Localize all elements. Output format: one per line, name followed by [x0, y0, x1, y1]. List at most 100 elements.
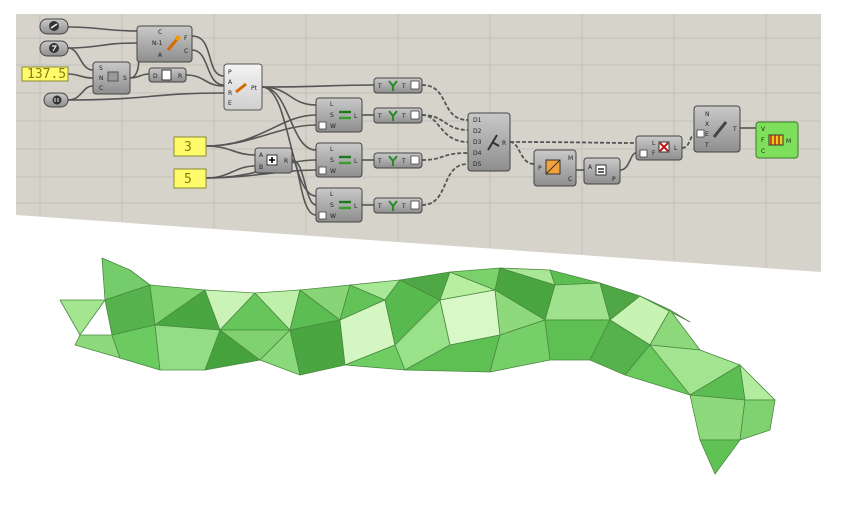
graft4-output-t: T — [401, 203, 406, 210]
join-input-f: F — [652, 150, 656, 157]
shift2-input-s: S — [330, 157, 334, 164]
construct-mesh-component[interactable]: N X E T T — [693, 105, 741, 153]
series-output-c: C — [184, 48, 188, 55]
count-panel-b[interactable]: 5 — [173, 168, 207, 189]
addition-component[interactable]: A B R — [254, 147, 293, 174]
mesh-join-icon — [658, 141, 670, 153]
integer-param-node[interactable] — [39, 40, 69, 57]
shift3-input-w: W — [330, 213, 336, 220]
preview-icon — [768, 134, 784, 146]
point-input-p: P — [228, 69, 232, 76]
deg-output-r: R — [178, 73, 182, 80]
shift-list-icon — [339, 200, 351, 210]
series-input-a: A — [158, 52, 163, 59]
angle-number-slider[interactable]: 137.5 — [21, 66, 69, 82]
mesh-join-component[interactable]: L F L — [635, 135, 683, 161]
count-a-text: 3 — [184, 140, 192, 155]
weave-input-d5: D5 — [473, 161, 482, 168]
curve-param-node[interactable] — [39, 18, 69, 35]
graft-component-3[interactable]: T T — [373, 152, 423, 169]
construct-input-t: T — [704, 142, 709, 149]
deconstruct-component[interactable]: A P — [583, 157, 621, 185]
preview-output-m: M — [786, 138, 791, 145]
construct-output-t: T — [732, 126, 737, 133]
point-input-r: R — [228, 90, 232, 97]
shift-list-component-3[interactable]: L S W L — [315, 187, 363, 223]
shift2-input-l: L — [330, 146, 334, 153]
preview-input-v: V — [761, 126, 766, 133]
point-icon — [235, 82, 247, 94]
construct-input-e: E — [705, 131, 709, 138]
list-param-node[interactable] — [43, 92, 69, 108]
shift-list-component-2[interactable]: L S W L — [315, 142, 363, 178]
add-input-a: A — [259, 152, 264, 159]
delaunay-output-m: M — [568, 155, 573, 162]
weave-input-d4: D4 — [473, 150, 482, 157]
join-output-l: L — [674, 145, 678, 152]
join-input-l: L — [652, 140, 656, 147]
graft-component-2[interactable]: T T — [373, 107, 423, 124]
series-output-f: F — [184, 35, 188, 42]
construct-input-x: X — [705, 121, 709, 128]
shift1-input-s: S — [330, 112, 334, 119]
graft2-output-t: T — [401, 113, 406, 120]
shift3-input-s: S — [330, 202, 334, 209]
count-b-text: 5 — [184, 172, 192, 187]
deconstruct-output-p: P — [612, 176, 616, 183]
tree-icon — [388, 155, 398, 166]
delaunay-output-c: C — [568, 176, 572, 183]
weave-component[interactable]: D1 D2 D3 D4 D5 R — [467, 112, 511, 172]
spiral-input-c: C — [99, 85, 103, 92]
delaunay-mesh-component[interactable]: P M C — [533, 149, 577, 187]
construct-input-n: N — [705, 111, 710, 118]
spiral-icon — [107, 71, 119, 82]
construct-icon — [712, 121, 728, 138]
deg-input-d: D — [153, 73, 158, 80]
spiral-output-s: S — [123, 75, 127, 82]
series-component[interactable]: C N-1 A F C — [136, 25, 193, 63]
shift-list-icon — [339, 155, 351, 165]
shift-list-component-1[interactable]: L S W L — [315, 97, 363, 133]
graft-component-1[interactable]: T T — [373, 77, 423, 94]
graft4-input-t: T — [377, 203, 382, 210]
spiral-input-s: S — [99, 65, 103, 72]
tree-icon — [388, 110, 398, 121]
spiral-component[interactable]: S N C S — [92, 61, 131, 95]
deconstruct-input-a: A — [588, 164, 593, 171]
angle-value-text: 137.5 — [27, 67, 66, 82]
degrees-component[interactable]: D R — [148, 67, 187, 83]
delaunay-icon — [545, 159, 561, 175]
custom-preview-component[interactable]: V F C M — [755, 121, 799, 159]
count-panel-a[interactable]: 3 — [173, 136, 207, 157]
shift1-input-w: W — [330, 123, 336, 130]
series-icon — [166, 35, 181, 51]
shift2-output-l: L — [354, 158, 358, 165]
preview-input-c: C — [761, 148, 765, 155]
add-input-b: B — [259, 164, 263, 171]
spiral-input-n: N — [99, 75, 104, 82]
graft3-input-t: T — [377, 158, 382, 165]
canvas-background[interactable] — [16, 14, 821, 272]
preview-input-f: F — [761, 137, 765, 144]
weave-output-r: R — [502, 140, 506, 147]
graft2-input-t: T — [377, 113, 382, 120]
series-input-c: C — [158, 29, 162, 36]
shift1-input-l: L — [330, 101, 334, 108]
shift1-output-l: L — [354, 113, 358, 120]
add-output-r: R — [284, 158, 288, 165]
graft1-input-t: T — [377, 83, 382, 90]
shift2-input-w: W — [330, 168, 336, 175]
degrees-icon — [161, 69, 172, 81]
point-polar-component[interactable]: P A R E Pt — [223, 63, 263, 111]
tree-icon — [388, 200, 398, 211]
graft1-output-t: T — [401, 83, 406, 90]
equals-icon — [595, 164, 607, 176]
point-input-a: A — [228, 79, 233, 86]
graft-component-4[interactable]: T T — [373, 197, 423, 214]
weave-input-d2: D2 — [473, 128, 482, 135]
connection-wires — [67, 26, 756, 216]
weave-input-d3: D3 — [473, 139, 482, 146]
weave-icon — [487, 134, 500, 151]
